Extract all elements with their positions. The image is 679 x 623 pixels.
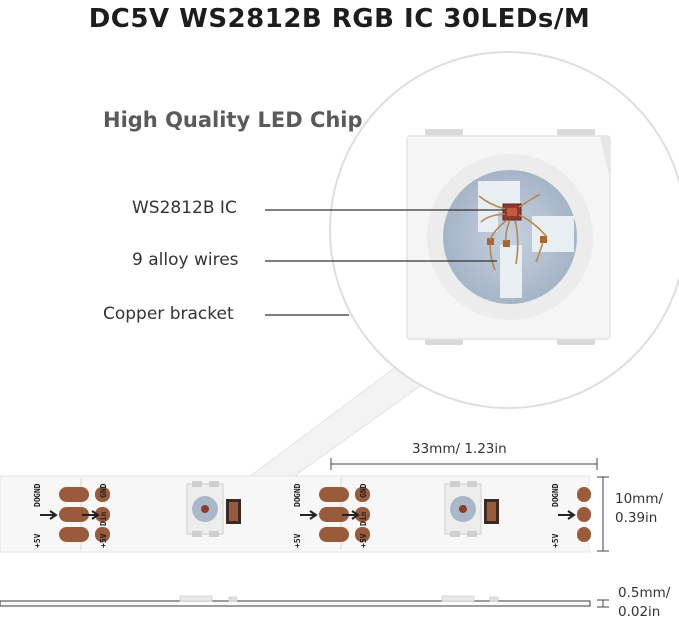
strip-led-chip-2 — [444, 481, 499, 537]
thickness-dimension — [597, 599, 609, 608]
marking-gnd-c: GND — [551, 483, 560, 498]
pitch-dimension — [330, 458, 598, 470]
chip-subtitle: High Quality LED Chip — [103, 108, 363, 132]
marking-din-a: Din — [98, 511, 108, 526]
marking-v5-b: +5V — [293, 533, 302, 548]
callout-ws2812b-ic: WS2812B IC — [132, 198, 237, 218]
width-label-mm: 10mm/ — [615, 491, 664, 507]
marking-v5-a2: +5V — [99, 533, 108, 548]
solder-pads-b — [300, 478, 370, 550]
marking-do-a: DO — [33, 497, 42, 507]
callout-copper-bracket: Copper bracket — [103, 304, 234, 324]
marking-gnd-a2: GND — [99, 483, 108, 498]
width-dimension — [597, 476, 609, 552]
led-strip-side-view — [0, 595, 591, 607]
page-title: DC5V WS2812B RGB IC 30LEDs/M — [88, 4, 591, 34]
marking-do-b: DO — [293, 497, 302, 507]
marking-do-c: DO — [551, 497, 560, 507]
led-strip-top-view: DO GND +5V Din GND +5V DO GND +5V Din GN… — [0, 475, 591, 553]
width-label-in: 0.39in — [615, 510, 658, 526]
marking-gnd-b2: GND — [359, 483, 368, 498]
marking-v5-a: +5V — [33, 533, 42, 548]
solder-pads-a — [40, 478, 110, 550]
solder-pads-c — [558, 487, 591, 542]
marking-gnd-a: GND — [33, 483, 42, 498]
pitch-label: 33mm/ 1.23in — [412, 441, 507, 457]
marking-din-b: Din — [358, 511, 368, 526]
marking-v5-b2: +5V — [359, 533, 368, 548]
thickness-label-mm: 0.5mm/ — [618, 585, 671, 601]
led-chip-closeup — [406, 129, 611, 345]
thickness-label-in: 0.02in — [618, 604, 661, 620]
callout-alloy-wires: 9 alloy wires — [132, 250, 239, 270]
marking-v5-c: +5V — [551, 533, 560, 548]
strip-led-chip-1 — [186, 481, 241, 537]
marking-gnd-b: GND — [293, 483, 302, 498]
